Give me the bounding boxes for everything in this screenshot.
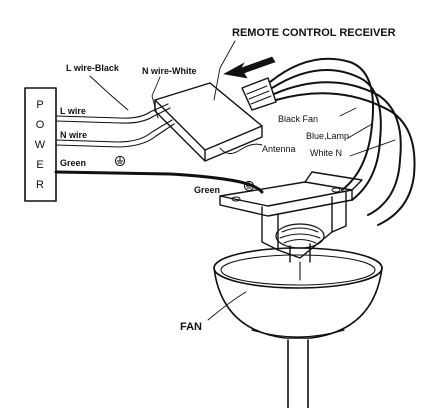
power-letter-r: R <box>36 179 44 191</box>
l-wire-label: L wire <box>60 106 86 116</box>
ground-symbol-left <box>114 155 126 167</box>
bracket-tab <box>304 171 363 191</box>
bracket-leg-right <box>331 191 347 233</box>
power-letter-e: E <box>36 159 43 171</box>
n-wire-white-label: N wire-White <box>142 66 197 76</box>
canopy-bottom-curve <box>251 329 345 338</box>
n-wire-white-leader <box>151 76 161 119</box>
white-n-wire <box>275 92 416 226</box>
green-label-mid: Green <box>194 185 220 195</box>
power-letter-o: O <box>36 119 45 131</box>
canopy-bowl <box>213 267 383 339</box>
black-fan-wire <box>271 69 382 201</box>
bracket-leg-left <box>261 206 279 251</box>
l-wire-edge <box>55 107 171 124</box>
receiver-title: REMOTE CONTROL RECEIVER <box>232 27 396 39</box>
fan-wire-bundle <box>269 57 416 226</box>
hanger-coil <box>279 227 321 244</box>
receiver-leader <box>213 40 236 101</box>
receiver-box <box>154 40 263 162</box>
arrow-icon <box>223 56 276 79</box>
extra-wire <box>269 57 374 191</box>
ground-symbol-right <box>243 180 255 192</box>
downrod-body <box>287 339 309 408</box>
receiver-side <box>154 99 263 162</box>
black-fan-leader <box>339 107 357 117</box>
bracket-base <box>277 231 333 259</box>
fan-label: FAN <box>180 321 202 333</box>
fan-canopy <box>213 247 383 339</box>
mounting-bracket <box>219 171 363 263</box>
n-wire <box>55 119 173 143</box>
power-letter-p: P <box>36 99 43 111</box>
l-wire-black-leader <box>89 75 129 111</box>
power-letter-w: W <box>35 139 46 151</box>
green-label-left: Green <box>60 158 86 168</box>
connector-group <box>223 56 277 111</box>
canopy-rim-inner <box>220 254 376 286</box>
fan-leader <box>207 291 247 321</box>
receiver-top-face <box>154 82 263 151</box>
power-box: P O W E R <box>24 87 57 202</box>
canopy-rim-outer <box>213 247 383 289</box>
black-fan-label: Black Fan <box>278 114 318 124</box>
white-n-label: White N <box>310 148 342 158</box>
l-wire <box>55 103 169 119</box>
n-wire-edge <box>55 123 175 148</box>
blue-lamp-leader <box>347 123 373 139</box>
plug-connector <box>241 77 277 111</box>
l-wire-black-label: L wire-Black <box>66 63 120 73</box>
bracket-plate-edge <box>219 189 353 217</box>
ground-wire <box>54 170 264 194</box>
antenna-label: Antenna <box>262 144 296 154</box>
bracket-hole-right <box>331 187 341 193</box>
n-wire-label: N wire <box>60 130 87 140</box>
downrod <box>287 339 309 408</box>
bracket-hole-left <box>231 196 241 202</box>
antenna-wire <box>219 143 263 154</box>
blue-lamp-label: Blue,Lamp <box>306 131 349 141</box>
white-n-leader <box>349 139 396 157</box>
